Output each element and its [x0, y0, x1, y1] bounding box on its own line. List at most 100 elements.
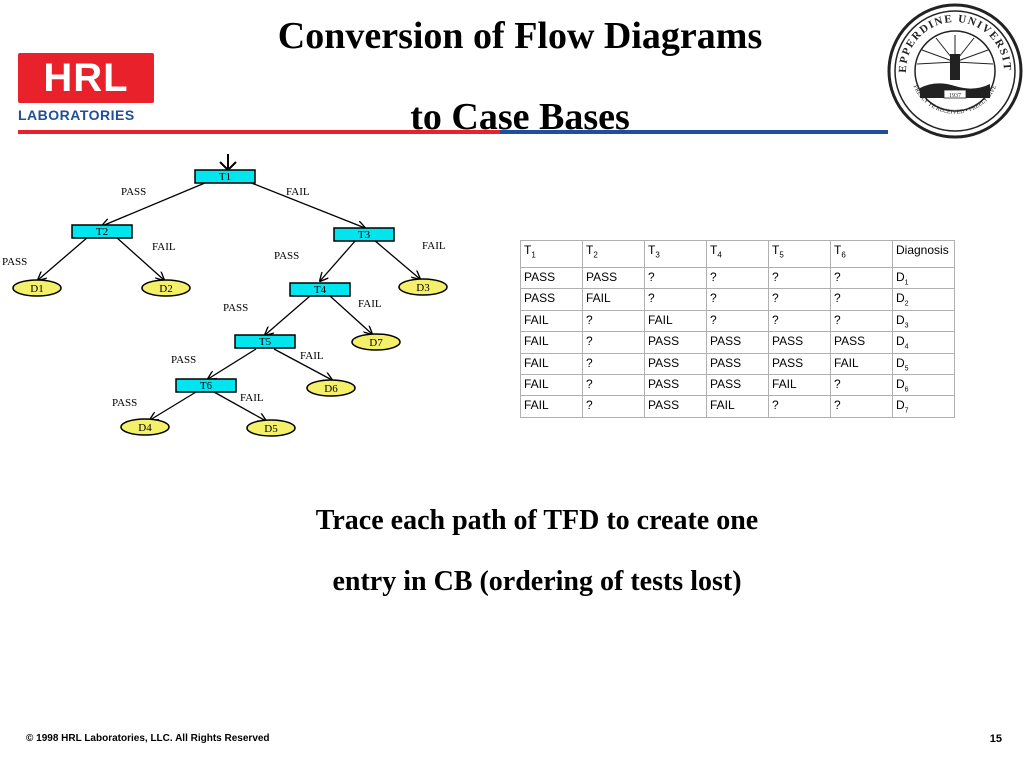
table-cell: PASS: [768, 352, 831, 375]
table-cell: ?: [582, 352, 645, 375]
edge-t1-t3: [243, 179, 365, 228]
column-header: T4: [706, 240, 769, 268]
table-cell: PASS: [582, 266, 645, 290]
edge-t2-d1: [38, 236, 89, 280]
table-cell: FAIL: [644, 309, 707, 333]
table-cell: PASS: [706, 331, 769, 354]
table-cell: ?: [706, 288, 769, 311]
diag-node-d4: [120, 418, 170, 436]
edge-t4-t5: [265, 295, 311, 335]
label-t6-fail: FAIL: [240, 392, 264, 404]
hrl-logo-text: HRL: [43, 56, 129, 100]
edge-t3-t4: [320, 239, 357, 281]
label-t1-pass: PASS: [121, 186, 146, 198]
diag-label-d5: D5: [264, 423, 278, 435]
edge-t5-d6: [273, 348, 332, 380]
diag-node-d7: [351, 333, 401, 351]
table-cell: FAIL: [520, 331, 583, 354]
test-node-t5: [234, 334, 296, 349]
diag-node-d3: [398, 278, 448, 296]
table-cell: PASS: [644, 395, 707, 418]
slide-title-line1: Conversion of Flow Diagrams: [277, 15, 763, 57]
table-cell: PASS: [644, 352, 707, 375]
table-row: FAIL?FAIL???D3: [520, 309, 955, 333]
table-cell: FAIL: [706, 395, 769, 418]
hrl-logo-subtext: LABORATORIES: [18, 107, 135, 123]
label-t6-pass: PASS: [112, 397, 137, 409]
label-t4-pass: PASS: [223, 302, 248, 314]
table-cell: ?: [706, 266, 769, 290]
diag-label-d4: D4: [138, 422, 152, 434]
label-t1-fail: FAIL: [286, 186, 310, 198]
column-header: T3: [644, 240, 707, 268]
footer-page-number: 15: [989, 733, 1002, 745]
hrl-logo-mark: HRL: [18, 53, 154, 103]
table-cell: ?: [706, 309, 769, 333]
table-cell: ?: [768, 395, 831, 418]
test-label-t2: T2: [96, 226, 108, 238]
title-rule-blue: [500, 130, 888, 134]
diagnosis-cell: D4: [892, 331, 955, 354]
table-cell: ?: [582, 373, 645, 397]
column-header: T5: [768, 240, 831, 268]
table-cell: ?: [768, 309, 831, 333]
label-t3-fail: FAIL: [422, 240, 446, 252]
table-cell: PASS: [520, 266, 583, 290]
diag-label-d1: D1: [30, 283, 43, 295]
column-header-diagnosis: Diagnosis: [892, 240, 955, 268]
diagnosis-cell: D1: [892, 266, 955, 290]
diag-node-d6: [306, 379, 356, 397]
edge-t3-d3: [373, 239, 420, 279]
test-label-t3: T3: [358, 229, 371, 241]
entry-arrow: [219, 154, 237, 172]
test-node-t1: [194, 169, 256, 184]
table-cell: FAIL: [768, 373, 831, 397]
column-header: T1: [520, 240, 583, 268]
edge-t2-d2: [115, 236, 164, 280]
table-cell: FAIL: [520, 373, 583, 397]
table-cell: ?: [830, 266, 893, 290]
diag-label-d6: D6: [324, 383, 338, 395]
label-t2-fail: FAIL: [152, 241, 176, 253]
seal-year: 1937: [949, 93, 961, 99]
table-cell: PASS: [520, 288, 583, 311]
table-cell: ?: [768, 266, 831, 290]
table-cell: ?: [830, 395, 893, 418]
test-label-t6: T6: [200, 380, 213, 392]
table-cell: PASS: [644, 373, 707, 397]
diagnosis-cell: D5: [892, 352, 955, 375]
test-label-t5: T5: [259, 336, 272, 348]
diag-label-d2: D2: [159, 283, 172, 295]
table-cell: ?: [830, 373, 893, 397]
diag-label-d3: D3: [416, 282, 430, 294]
label-t3-pass: PASS: [274, 250, 299, 262]
table-cell: ?: [644, 288, 707, 311]
table-cell: ?: [768, 288, 831, 311]
diagnosis-cell: D3: [892, 309, 955, 333]
test-node-t3: [333, 227, 395, 242]
table-cell: ?: [830, 288, 893, 311]
label-t5-fail: FAIL: [300, 350, 324, 362]
diag-node-d1: [12, 279, 62, 297]
table-cell: FAIL: [520, 309, 583, 333]
label-t2-pass: PASS: [2, 256, 27, 268]
diag-node-d2: [141, 279, 191, 297]
table-cell: PASS: [644, 331, 707, 354]
hrl-logo: HRL LABORATORIES: [18, 53, 155, 123]
test-flow-diagram: PASS FAIL PASS FAIL PASS FAIL PASS FAIL …: [2, 154, 448, 437]
table-cell: FAIL: [582, 288, 645, 311]
diagnosis-cell: D2: [892, 288, 955, 311]
table-cell: FAIL: [830, 352, 893, 375]
title-rule-red: [18, 130, 500, 134]
edge-t4-d7: [329, 295, 372, 334]
test-node-t6: [175, 378, 237, 393]
edge-t6-d4: [150, 391, 197, 420]
